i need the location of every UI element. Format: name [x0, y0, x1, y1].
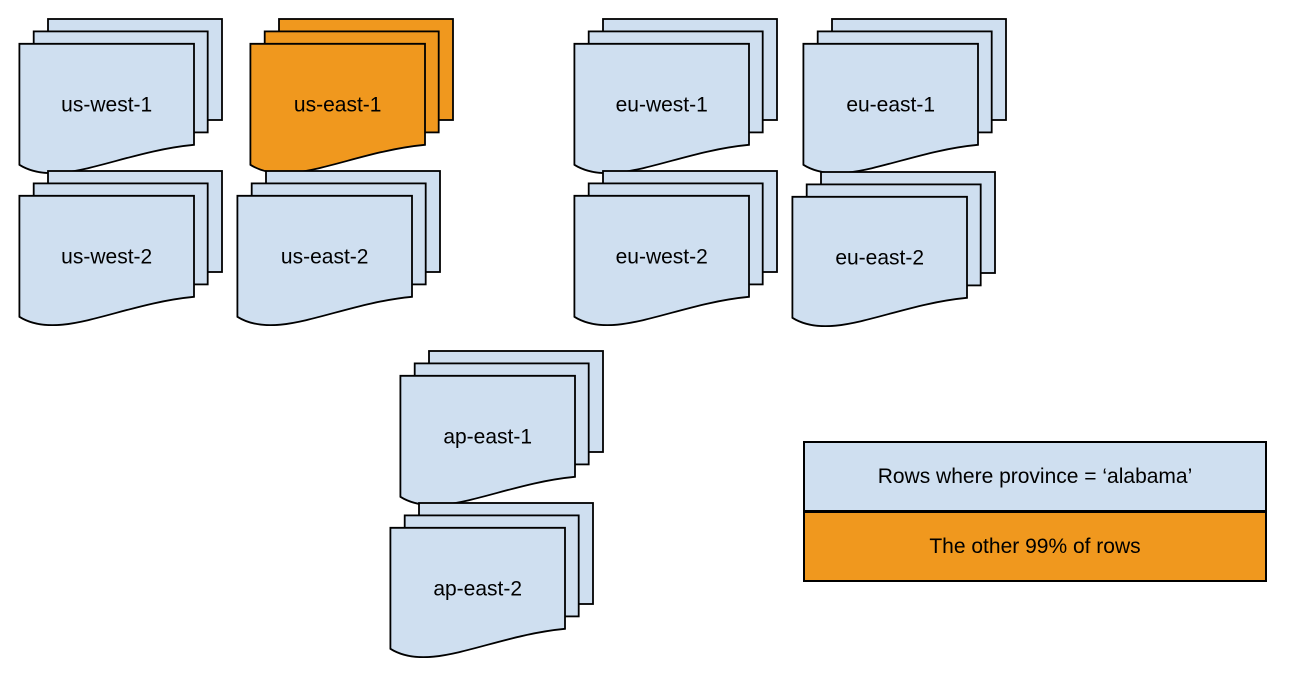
legend: Rows where province = ‘alabama’ The othe… — [803, 441, 1267, 582]
document-sheet-front — [791, 195, 968, 327]
region-label: eu-east-1 — [846, 94, 935, 117]
legend-item-alabama-rows-label: Rows where province = ‘alabama’ — [877, 464, 1193, 488]
document-sheet-front — [573, 194, 750, 326]
document-stack-eu-west-2: eu-west-2 — [573, 170, 779, 326]
document-sheet-front — [802, 42, 979, 174]
document-stack-ap-east-2: ap-east-2 — [389, 502, 595, 658]
document-stack-graphic: eu-west-1 — [573, 18, 778, 174]
region-label: eu-west-1 — [616, 94, 708, 117]
document-sheet-front — [236, 194, 413, 326]
legend-item-alabama-rows: Rows where province = ‘alabama’ — [805, 443, 1265, 513]
document-stack-graphic: eu-east-1 — [802, 18, 1007, 174]
document-stack-graphic: us-west-2 — [18, 170, 223, 326]
region-label: ap-east-1 — [443, 426, 532, 449]
document-sheet-front — [18, 194, 195, 326]
document-sheet-front — [399, 374, 576, 506]
document-stack-eu-east-2: eu-east-2 — [791, 171, 997, 327]
document-stack-graphic: us-east-2 — [236, 170, 441, 326]
region-label: us-west-1 — [61, 94, 152, 117]
document-sheet-front — [573, 42, 750, 174]
region-label: us-west-2 — [61, 246, 152, 269]
region-label: eu-west-2 — [616, 246, 708, 269]
region-label: us-east-1 — [294, 94, 382, 117]
region-label: ap-east-2 — [433, 578, 522, 601]
document-stack-graphic: eu-west-2 — [573, 170, 778, 326]
region-label: eu-east-2 — [835, 247, 924, 270]
document-stack-graphic: ap-east-2 — [389, 502, 594, 658]
document-stack-graphic: ap-east-1 — [399, 350, 604, 506]
legend-item-other-rows: The other 99% of rows — [805, 513, 1265, 580]
document-stack-graphic: eu-east-2 — [791, 171, 996, 327]
document-stack-graphic: us-west-1 — [18, 18, 223, 174]
document-stack-eu-west-1: eu-west-1 — [573, 18, 779, 174]
document-stack-eu-east-1: eu-east-1 — [802, 18, 1008, 174]
document-stack-us-east-2: us-east-2 — [236, 170, 442, 326]
document-sheet-front — [389, 526, 566, 658]
region-label: us-east-2 — [281, 246, 369, 269]
document-stack-graphic: us-east-1 — [249, 18, 454, 174]
document-stack-us-west-1: us-west-1 — [18, 18, 224, 174]
document-sheet-front — [249, 42, 426, 174]
document-stack-ap-east-1: ap-east-1 — [399, 350, 605, 506]
legend-item-other-rows-label: The other 99% of rows — [929, 534, 1141, 558]
document-sheet-front — [18, 42, 195, 174]
document-stack-us-east-1: us-east-1 — [249, 18, 455, 174]
document-stack-us-west-2: us-west-2 — [18, 170, 224, 326]
